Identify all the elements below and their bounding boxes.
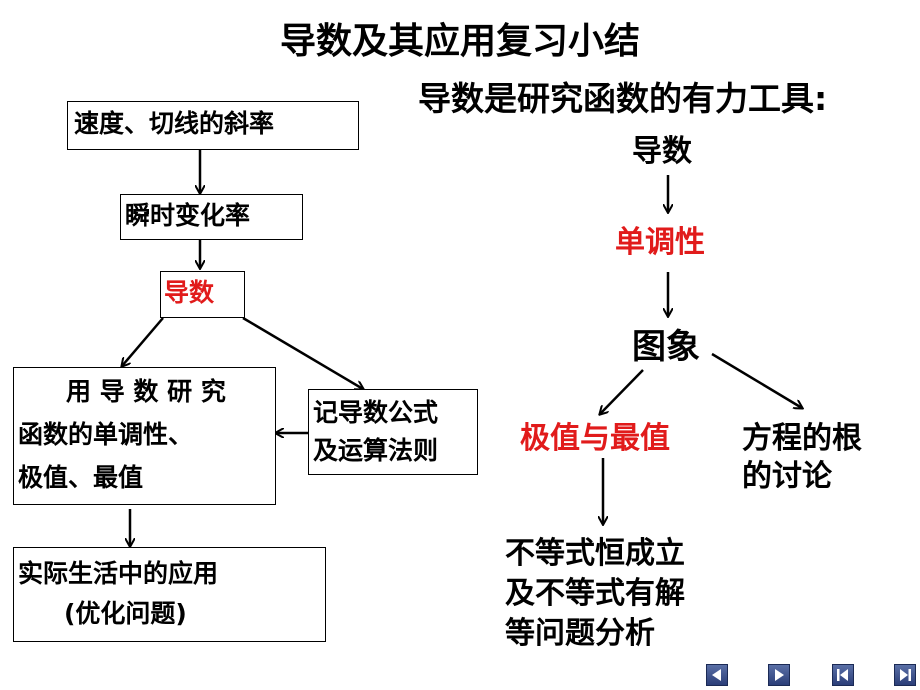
last-icon[interactable]: [894, 664, 916, 686]
node-graph: 图象: [632, 327, 700, 367]
subtitle: 导数是研究函数的有力工具:: [418, 79, 828, 118]
prev-icon[interactable]: [706, 664, 728, 686]
node-monotonicity: 单调性: [615, 225, 705, 260]
arrow-derivative-to-study: [122, 317, 164, 366]
node-derivative: 导数: [632, 134, 692, 169]
box-formula-rules: 记导数公式 及运算法则: [308, 389, 478, 475]
node-extrema: 极值与最值: [520, 421, 670, 456]
arrow-derivative-to-formula: [242, 316, 363, 389]
page-title: 导数及其应用复习小结: [279, 21, 640, 62]
arrow-graph-to-roots: [711, 352, 802, 408]
node-inequality: 不等式恒成立 及不等式有解 等问题分析: [505, 536, 685, 651]
first-icon[interactable]: [832, 664, 854, 686]
box-derivative-study: 用 导 数 研 究 函数的单调性、 极值、最值: [13, 367, 276, 505]
arrow-graph-to-extrema: [600, 369, 644, 414]
box-speed-slope: 速度、切线的斜率: [67, 101, 359, 150]
next-icon[interactable]: [768, 664, 790, 686]
box-real-application: 实际生活中的应用 (优化问题): [13, 547, 326, 642]
node-roots: 方程的根 的讨论: [742, 421, 862, 494]
box-derivative: 导数: [160, 271, 245, 318]
box-instant-rate: 瞬时变化率: [120, 194, 303, 240]
